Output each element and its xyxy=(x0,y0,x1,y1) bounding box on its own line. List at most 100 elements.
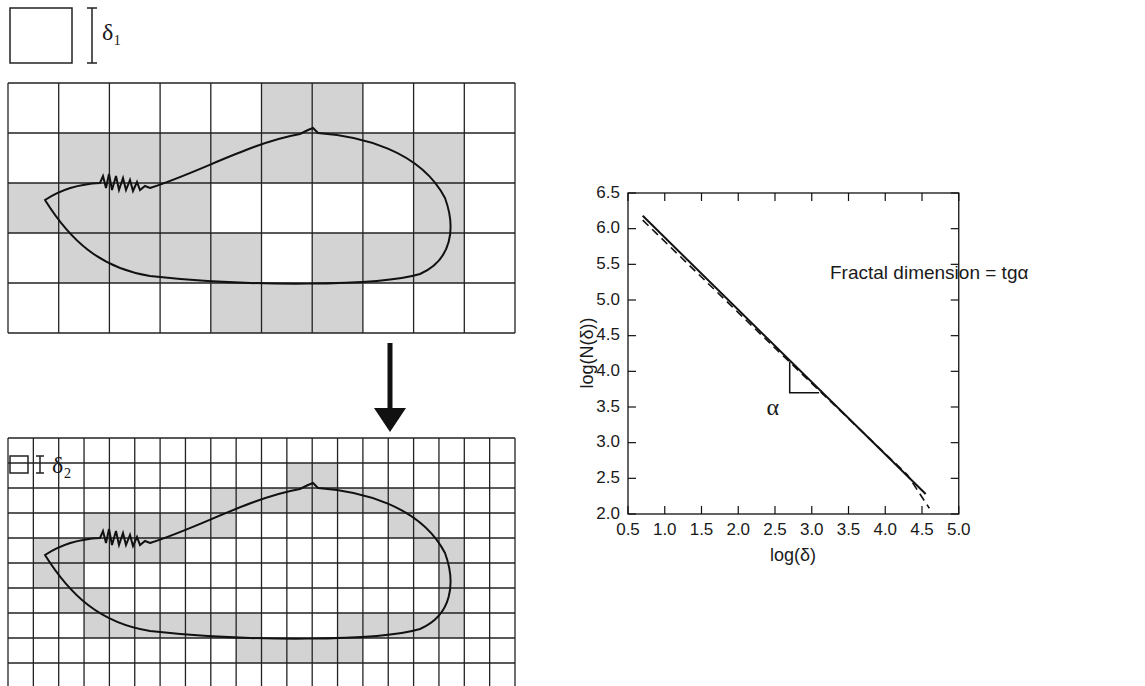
covered-cell xyxy=(388,513,413,538)
tick xyxy=(958,193,959,201)
grid-line xyxy=(413,83,414,333)
grid-line xyxy=(8,437,515,438)
covered-cell xyxy=(59,588,84,613)
x-tick-label: 1.0 xyxy=(653,521,677,540)
grid-line xyxy=(286,438,287,686)
x-tick-label: 3.0 xyxy=(800,521,824,540)
grid-line xyxy=(337,438,338,686)
y-tick-label: 3.0 xyxy=(596,433,620,452)
formula-note: Fractal dimension = tgα xyxy=(830,263,1028,284)
covered-cell xyxy=(312,233,363,283)
grid-line xyxy=(8,562,515,563)
tick xyxy=(627,506,628,514)
tick xyxy=(628,192,636,193)
tick xyxy=(811,193,812,201)
grid-line xyxy=(134,438,135,686)
slope-triangle xyxy=(790,362,819,393)
box-size-label: δ₁ xyxy=(102,19,122,45)
covered-cell xyxy=(262,488,287,513)
refine-arrow xyxy=(388,343,393,412)
x-tick-label: 4.0 xyxy=(873,521,897,540)
grid-line xyxy=(33,438,34,686)
covered-cell xyxy=(236,638,261,663)
covered-cell xyxy=(160,183,211,233)
fit-line xyxy=(643,216,926,494)
covered-cell xyxy=(312,463,337,488)
tick xyxy=(951,335,959,336)
angle-label: α xyxy=(767,394,780,420)
grid-line xyxy=(438,438,439,686)
grid-line xyxy=(489,438,490,686)
covered-cell xyxy=(211,133,262,183)
covered-cell xyxy=(236,613,261,638)
y-tick-label: 5.5 xyxy=(596,255,620,274)
tick xyxy=(628,264,636,265)
size-bracket xyxy=(36,456,44,473)
y-tick-label: 6.0 xyxy=(596,219,620,238)
tick xyxy=(738,506,739,514)
grid-line xyxy=(8,662,515,663)
x-tick-label: 5.0 xyxy=(947,521,971,540)
axis-ticks xyxy=(628,193,959,514)
grid-line xyxy=(514,83,515,333)
tick xyxy=(627,193,628,201)
covered-cell xyxy=(439,613,464,638)
covered-cell xyxy=(109,133,160,183)
tick xyxy=(921,193,922,201)
x-tick-label: 4.5 xyxy=(910,521,934,540)
covered-cell xyxy=(211,283,262,333)
covered-cell xyxy=(363,488,388,513)
grid-line xyxy=(261,438,262,686)
grid-line xyxy=(235,438,236,686)
tick xyxy=(958,506,959,514)
tick xyxy=(628,335,636,336)
grid-line xyxy=(312,438,313,686)
covered-cell xyxy=(211,488,236,513)
covered-cell xyxy=(33,538,58,563)
covered-cell xyxy=(59,563,84,588)
covered-cell xyxy=(84,588,109,613)
covered-cell xyxy=(312,283,363,333)
coastline-curve xyxy=(45,483,451,639)
tick xyxy=(701,506,702,514)
grid-line xyxy=(8,232,515,233)
covered-cell xyxy=(160,538,185,563)
covered-cell xyxy=(312,133,363,183)
grid-line xyxy=(7,438,8,686)
box-size-key xyxy=(10,456,28,473)
x-tick-label: 3.5 xyxy=(837,521,861,540)
y-axis-label: log(N(δ)) xyxy=(578,317,598,388)
covered-cell xyxy=(287,638,312,663)
covered-cell xyxy=(414,513,439,538)
tick xyxy=(951,478,959,479)
grid-line xyxy=(8,587,515,588)
grid-line xyxy=(413,438,414,686)
tick xyxy=(951,406,959,407)
covered-cell xyxy=(135,613,160,638)
covered-cell xyxy=(414,183,465,233)
tick xyxy=(885,193,886,201)
grid-line xyxy=(109,83,110,333)
x-tick-label: 0.5 xyxy=(616,521,640,540)
tick xyxy=(951,371,959,372)
covered-cell xyxy=(59,183,110,233)
tick xyxy=(664,193,665,201)
x-axis-label: log(δ) xyxy=(770,546,816,566)
covered-cell xyxy=(109,183,160,233)
tick xyxy=(628,299,636,300)
covered-cell xyxy=(33,563,58,588)
tick xyxy=(628,228,636,229)
tick xyxy=(951,513,959,514)
grid-line xyxy=(8,512,515,513)
covered-cell xyxy=(59,133,110,183)
x-tick-label: 2.5 xyxy=(763,521,787,540)
grid-line xyxy=(8,612,515,613)
covered-cell xyxy=(211,233,262,283)
covered-cell xyxy=(363,233,414,283)
grid-line xyxy=(362,438,363,686)
y-tick-label: 4.5 xyxy=(596,326,620,345)
y-tick-label: 6.5 xyxy=(596,184,620,203)
grid-line xyxy=(261,83,262,333)
grid-line xyxy=(8,132,515,133)
